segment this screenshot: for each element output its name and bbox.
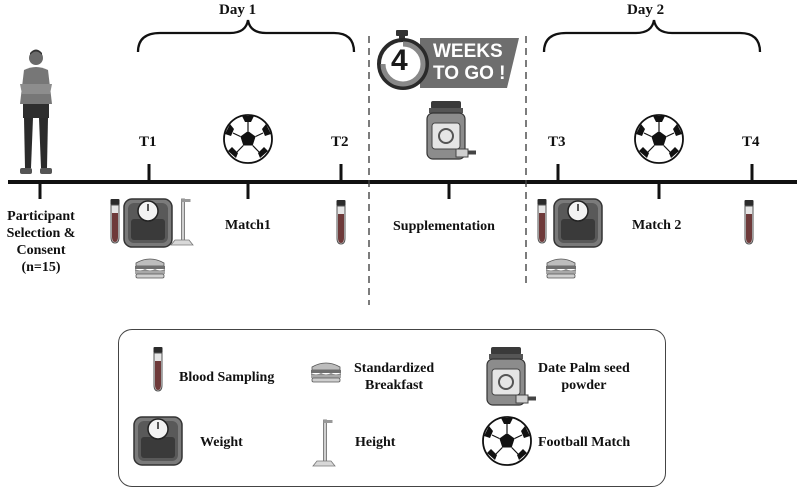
legend-height: Height [355,435,396,450]
day2-brace [542,19,762,53]
day1-label: Day 1 [219,2,257,18]
sandwich-icon [134,258,166,279]
blood-tube-icon [336,199,346,245]
legend-date-palm-line-2: powder [561,378,607,393]
participant-line-1: Participant [7,209,75,224]
blood-tube-icon [110,198,120,244]
legend-breakfast-line-2: Breakfast [365,378,424,393]
participant-line-2: Selection & [6,226,76,241]
timepoint-t1: T1 [139,134,157,150]
match1-label: Match1 [225,218,271,233]
football-icon [223,114,273,164]
timeline-ticks [38,164,754,199]
supplementation-label: Supplementation [393,219,495,234]
participant-line-3: Consent [16,243,66,258]
day2-label: Day 2 [627,2,665,18]
legend-weight: Weight [200,435,243,450]
weeks-number: 4 [391,44,408,77]
day1-brace [136,19,356,53]
legend-blood-sampling: Blood Sampling [179,370,275,385]
stopwatch-icon [377,30,519,90]
legend-date-palm: Date Palm seed powder [538,360,630,394]
participant-line-4: (n=15) [21,260,61,275]
legend-box [118,329,666,487]
legend-breakfast-line-1: Standardized [354,361,435,376]
blood-tube-icon [744,199,754,245]
timepoint-t3: T3 [548,134,566,150]
match2-label: Match 2 [632,218,682,233]
supplement-jar-icon [426,100,477,160]
scale-icon [123,198,173,248]
legend-date-palm-line-1: Date Palm seed [538,361,630,376]
weeks-text: WEEKS [433,41,503,62]
to-go-text: TO GO ! [433,63,506,84]
height-rod-icon [170,198,194,246]
timepoint-t2: T2 [331,134,349,150]
participant-icon [20,49,52,174]
sandwich-icon [545,258,577,279]
scale-icon [553,198,603,248]
legend-football-match: Football Match [538,435,631,450]
legend-breakfast: Standardized Breakfast [354,360,434,394]
participant-label: Participant Selection & Consent (n=15) [0,208,82,276]
blood-tube-icon [537,198,547,244]
football-icon [634,114,684,164]
timepoint-t4: T4 [742,134,760,150]
